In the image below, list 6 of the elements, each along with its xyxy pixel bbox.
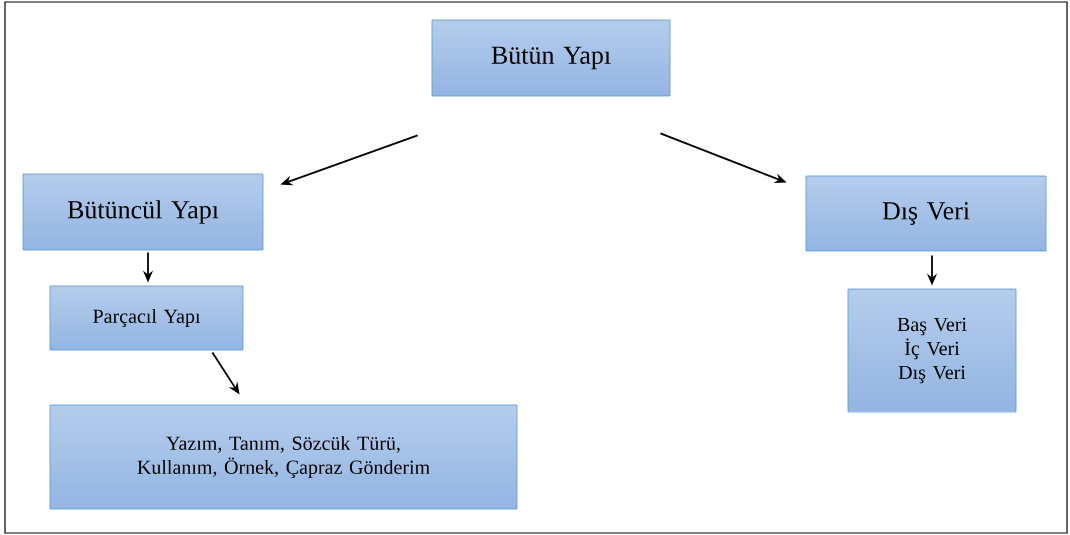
process-box: Bütün Yapı — [431, 19, 671, 97]
process-box: Yazım, Tanım, Sözcük Türü, Kullanım, Örnek, Çapraz Gönderim — [49, 404, 518, 510]
process-box: Dış Veri — [805, 175, 1047, 252]
process-box: Parçacıl Yapı — [49, 285, 244, 351]
process-box: Bütüncül Yapı — [22, 173, 264, 251]
process-box: Baş Veri İç Veri Dış Veri — [847, 288, 1017, 413]
